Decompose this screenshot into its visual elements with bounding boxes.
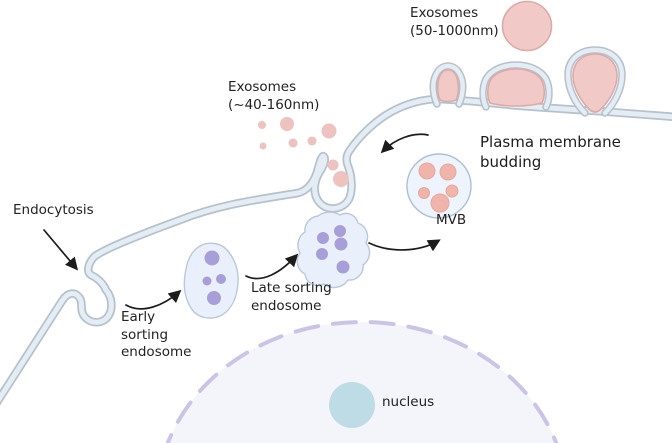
label-plasma-membrane-budding: Plasma membrane budding bbox=[480, 133, 621, 171]
exosome-dot bbox=[288, 138, 298, 148]
cargo-vesicle bbox=[336, 260, 350, 274]
membrane-bud-medium-cargo bbox=[486, 68, 546, 107]
arrow-to-early-endosome bbox=[125, 289, 182, 310]
intraluminal-vesicle bbox=[430, 193, 450, 213]
mvb-body bbox=[406, 153, 472, 219]
exosome-dot bbox=[333, 171, 349, 187]
exosome-dot bbox=[321, 123, 337, 139]
label-exosomes-small: Exosomes (~40-160nm) bbox=[228, 79, 320, 113]
label-endocytosis: Endocytosis bbox=[13, 202, 94, 218]
cargo-vesicle bbox=[334, 237, 348, 251]
label-exosomes-large: Exosomes (50-1000nm) bbox=[410, 5, 499, 39]
cargo-vesicle bbox=[216, 274, 226, 284]
exosome-dot bbox=[307, 136, 317, 146]
membrane-buds bbox=[433, 50, 622, 113]
late-sorting-endosome bbox=[296, 211, 371, 289]
exosome-dot bbox=[259, 142, 267, 150]
intraluminal-vesicle bbox=[418, 162, 436, 180]
late-endosome-membrane bbox=[296, 211, 371, 289]
cargo-vesicle bbox=[202, 276, 212, 286]
arrow-late-to-mvb bbox=[368, 239, 441, 252]
cargo-vesicle bbox=[204, 250, 220, 266]
arrow-early-to-late bbox=[245, 253, 299, 280]
free-exosome bbox=[501, 0, 553, 52]
membrane-bud-small-cargo bbox=[436, 69, 460, 103]
cargo-vesicle bbox=[317, 232, 329, 244]
nucleus-envelope bbox=[165, 320, 559, 443]
exosome-dot bbox=[280, 117, 294, 131]
label-late-sorting-endosome: Late sorting endosome bbox=[251, 280, 332, 314]
early-sorting-endosome bbox=[183, 242, 239, 319]
cargo-vesicle bbox=[316, 248, 328, 260]
nucleolus bbox=[329, 382, 375, 428]
arrow-mvb-to-membrane bbox=[380, 133, 429, 154]
released-exosomes bbox=[258, 117, 349, 187]
arrow-endocytosis bbox=[43, 229, 79, 271]
intraluminal-vesicle bbox=[418, 187, 430, 199]
label-early-sorting-endosome: Early sorting endosome bbox=[121, 309, 192, 361]
exosome-dot bbox=[327, 159, 339, 171]
intraluminal-vesicle bbox=[445, 184, 459, 198]
membrane-bud-large-cargo bbox=[572, 53, 618, 113]
label-mvb: MVB bbox=[436, 212, 467, 228]
intraluminal-vesicle bbox=[439, 163, 457, 181]
cargo-vesicle bbox=[207, 291, 221, 305]
cargo-vesicle bbox=[334, 225, 346, 237]
exosome-dot bbox=[258, 121, 266, 129]
label-nucleus: nucleus bbox=[382, 394, 435, 410]
